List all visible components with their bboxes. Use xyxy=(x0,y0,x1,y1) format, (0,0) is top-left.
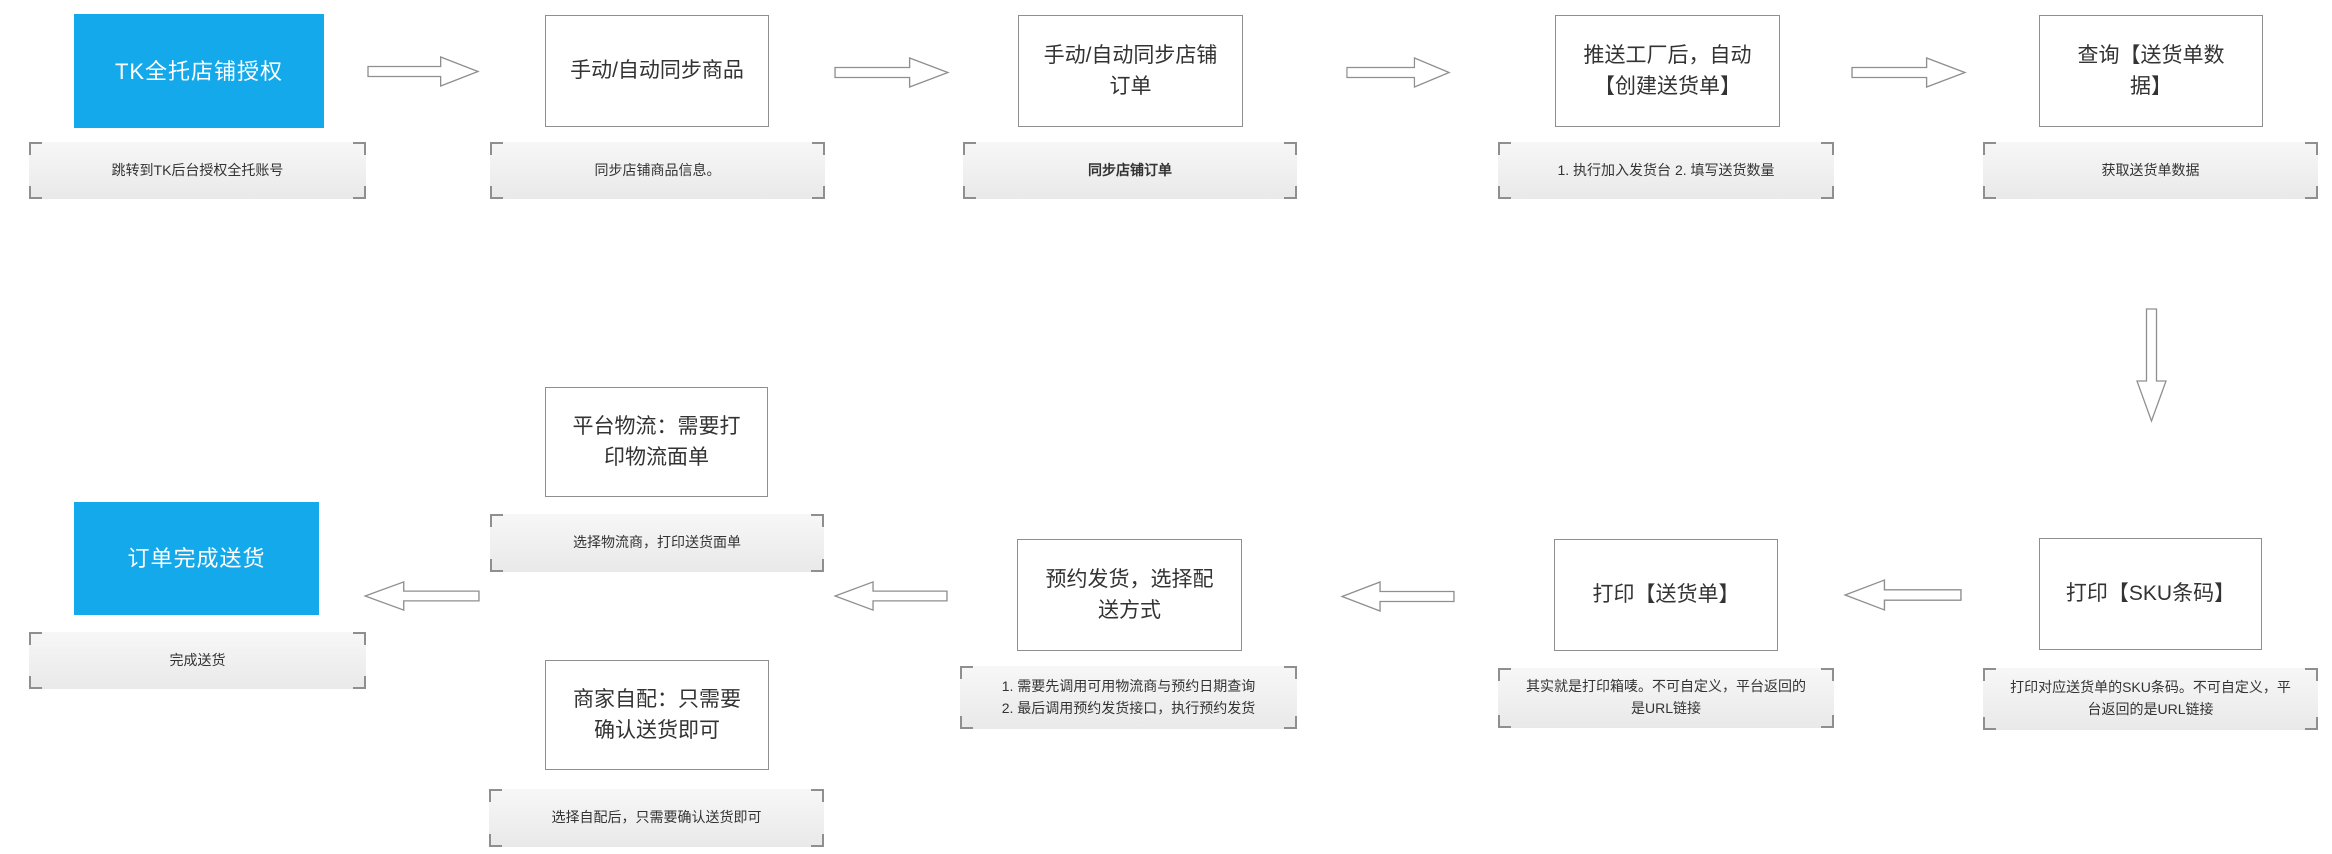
flow-node-print-sku[interactable]: 打印【SKU条码】 xyxy=(2039,538,2262,650)
note-create-delivery[interactable]: 1. 执行加入发货台 2. 填写送货数量 xyxy=(1498,142,1834,199)
flow-node-print-delivery[interactable]: 打印【送货单】 xyxy=(1554,539,1778,651)
note-print-sku[interactable]: 打印对应送货单的SKU条码。不可自定义，平 台返回的是URL链接 xyxy=(1983,668,2318,730)
flow-node-sync-orders[interactable]: 手动/自动同步店铺 订单 xyxy=(1018,15,1243,127)
flow-node-complete-label: 订单完成送货 xyxy=(127,546,266,571)
flow-node-sync-orders-label: 手动/自动同步店铺 订单 xyxy=(1043,43,1218,99)
note-print-delivery-text: 其实就是打印箱唛。不可自定义，平台返回的 是URL链接 xyxy=(1526,678,1806,716)
flow-node-query-delivery[interactable]: 查询【送货单数 据】 xyxy=(2039,15,2263,127)
flow-node-book-shipping[interactable]: 预约发货，选择配 送方式 xyxy=(1017,539,1242,651)
note-complete[interactable]: 完成送货 xyxy=(29,632,366,689)
flow-node-platform-logistics[interactable]: 平台物流：需要打 印物流面单 xyxy=(545,387,768,497)
flow-node-print-sku-label: 打印【SKU条码】 xyxy=(2065,582,2236,606)
note-auth-text: 跳转到TK后台授权全托账号 xyxy=(111,161,284,178)
note-auth[interactable]: 跳转到TK后台授权全托账号 xyxy=(29,142,366,199)
flow-node-create-delivery-label: 推送工厂后，自动 【创建送货单】 xyxy=(1583,43,1752,99)
flow-node-query-delivery-label: 查询【送货单数 据】 xyxy=(2077,43,2225,99)
flow-node-auth[interactable]: TK全托店铺授权 xyxy=(74,14,324,128)
note-query-delivery[interactable]: 获取送货单数据 xyxy=(1983,142,2318,199)
arrow-left-4-icon[interactable] xyxy=(363,580,480,612)
flow-node-auth-label: TK全托店铺授权 xyxy=(114,58,284,84)
flow-node-platform-logistics-label: 平台物流：需要打 印物流面单 xyxy=(572,414,741,470)
flow-node-sync-products[interactable]: 手动/自动同步商品 xyxy=(545,15,769,127)
flow-node-sync-products-label: 手动/自动同步商品 xyxy=(570,59,744,83)
note-merchant-self-text: 选择自配后，只需要确认送货即可 xyxy=(551,809,762,826)
note-book-shipping-text: 1. 需要先调用可用物流商与预约日期查询 2. 最后调用预约发货接口，执行预约发… xyxy=(1001,677,1256,716)
note-book-shipping[interactable]: 1. 需要先调用可用物流商与预约日期查询 2. 最后调用预约发货接口，执行预约发… xyxy=(960,666,1297,729)
note-platform-logistics-text: 选择物流商，打印送货面单 xyxy=(573,534,741,551)
flow-node-merchant-self[interactable]: 商家自配：只需要 确认送货即可 xyxy=(545,660,769,770)
note-sync-products-text: 同步店铺商品信息。 xyxy=(594,161,721,178)
note-sync-orders-text: 同步店铺订单 xyxy=(1088,161,1172,178)
arrow-right-4-icon[interactable] xyxy=(1851,56,1967,89)
note-print-delivery[interactable]: 其实就是打印箱唛。不可自定义，平台返回的 是URL链接 xyxy=(1498,668,1834,728)
arrow-left-2-icon[interactable] xyxy=(1340,580,1455,613)
note-query-delivery-text: 获取送货单数据 xyxy=(2101,161,2200,178)
arrow-left-3-icon[interactable] xyxy=(833,580,948,612)
note-complete-text: 完成送货 xyxy=(169,651,226,668)
flow-node-merchant-self-label: 商家自配：只需要 确认送货即可 xyxy=(573,687,741,743)
flow-node-book-shipping-label: 预约发货，选择配 送方式 xyxy=(1045,567,1214,623)
note-create-delivery-text: 1. 执行加入发货台 2. 填写送货数量 xyxy=(1557,161,1775,178)
arrow-right-1-icon[interactable] xyxy=(367,55,480,88)
note-merchant-self[interactable]: 选择自配后，只需要确认送货即可 xyxy=(489,789,824,847)
note-sync-products[interactable]: 同步店铺商品信息。 xyxy=(490,142,825,199)
note-print-sku-text: 打印对应送货单的SKU条码。不可自定义，平 台返回的是URL链接 xyxy=(2010,679,2291,717)
flow-node-complete[interactable]: 订单完成送货 xyxy=(74,502,319,615)
flow-node-create-delivery[interactable]: 推送工厂后，自动 【创建送货单】 xyxy=(1555,15,1780,127)
note-platform-logistics[interactable]: 选择物流商，打印送货面单 xyxy=(490,514,824,572)
flow-node-print-delivery-label: 打印【送货单】 xyxy=(1592,583,1740,607)
arrow-left-1-icon[interactable] xyxy=(1843,578,1962,612)
arrow-right-2-icon[interactable] xyxy=(834,56,950,89)
arrow-down-icon[interactable] xyxy=(2135,308,2168,423)
arrow-right-3-icon[interactable] xyxy=(1346,56,1451,89)
note-sync-orders[interactable]: 同步店铺订单 xyxy=(963,142,1297,199)
